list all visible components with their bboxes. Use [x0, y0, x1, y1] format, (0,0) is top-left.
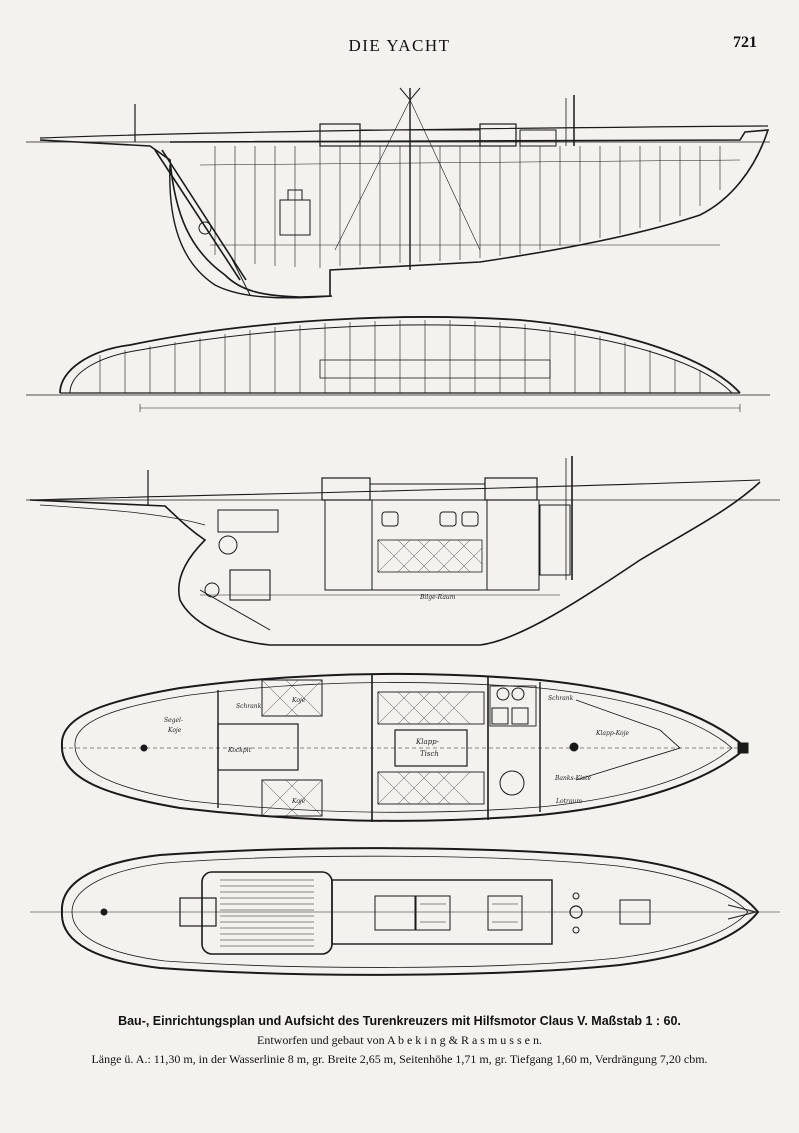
caption-title: Bau-, Einrichtungsplan und Aufsicht des … [118, 1014, 681, 1028]
construction-profile [26, 87, 770, 299]
caption-designer: Entworfen und gebaut von A b e k i n g &… [257, 1033, 542, 1047]
label-bilge: Bilge-Raum [419, 594, 456, 601]
deck-section [26, 316, 770, 412]
label-klapp-koje: Klapp-Koje [595, 730, 629, 737]
yacht-plans: Schrank Koje Koje Kockpit Klapp- Tisch K… [26, 87, 780, 976]
page-number: 721 [733, 34, 757, 51]
journal-title: DIE YACHT [348, 36, 451, 55]
label-koje-port: Koje [291, 697, 306, 704]
figure-caption: Bau-, Einrichtungsplan und Aufsicht des … [0, 1012, 799, 1069]
interior-profile [26, 456, 780, 646]
cabin-plan [60, 672, 749, 822]
label-schrank: Schrank [236, 703, 262, 710]
label-koje-stbd: Koje [291, 798, 306, 805]
label-kockpit: Kockpit [227, 747, 252, 754]
label-lotraum: Lotraum [555, 798, 582, 805]
label-banks-kiste: Banks-Kiste [554, 775, 591, 782]
deck-plan [30, 847, 780, 976]
caption-dimensions: Länge ü. A.: 11,30 m, in der Wasserlinie… [91, 1052, 708, 1066]
label-segel: Segel- [164, 717, 183, 724]
label-tisch: Tisch [420, 750, 439, 758]
page-header: DIE YACHT 721 [0, 34, 799, 60]
label-klapp: Klapp- [415, 738, 440, 746]
label-segel-koje: Koje [167, 727, 182, 734]
label-schrank-fwd: Schrank [548, 695, 574, 702]
